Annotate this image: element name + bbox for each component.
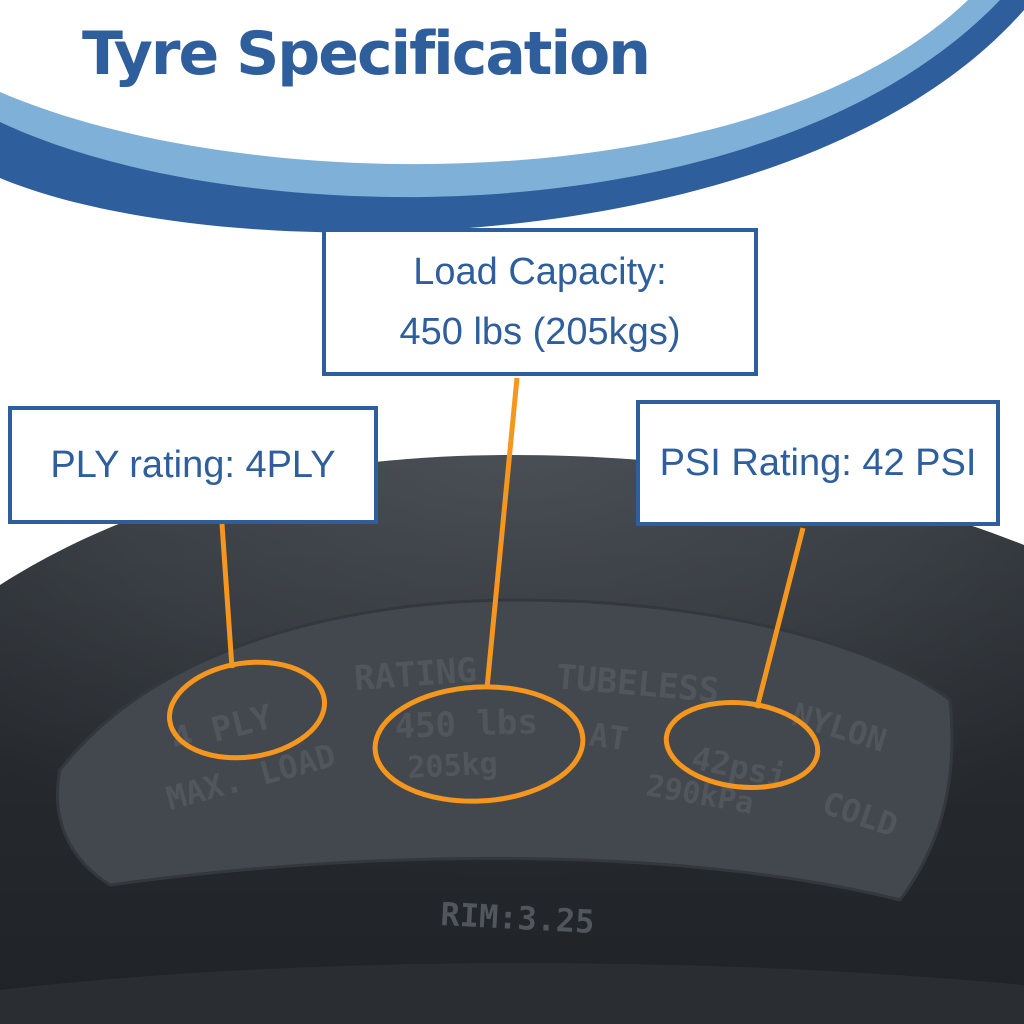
header-arc-light [0, 0, 1024, 208]
tyre-text-rim: RIM:3.25 [440, 895, 596, 941]
psi-rating-text: PSI Rating: 42 PSI [659, 441, 977, 484]
psi-rating-callout: PSI Rating: 42 PSI [636, 400, 1000, 526]
leader-line-psi [754, 527, 806, 709]
highlight-ring-psi [663, 699, 821, 791]
highlight-markers [166, 377, 821, 804]
tyre-text-at: AT [587, 715, 630, 758]
sidewall-panel [55, 598, 954, 902]
load-capacity-label: Load Capacity: [413, 251, 667, 293]
ply-rating-callout: PLY rating: 4PLY [8, 406, 378, 524]
load-capacity-callout: Load Capacity: 450 lbs (205kgs) [322, 228, 758, 376]
highlight-ring-load [372, 684, 586, 804]
ply-rating-text: PLY rating: 4PLY [50, 443, 336, 486]
load-capacity-value: 450 lbs (205kgs) [399, 311, 681, 353]
leader-line-ply [219, 523, 235, 669]
page-title: Tyre Specification [82, 19, 651, 89]
rim-edge [0, 963, 1024, 1024]
tyre-text-205kg: 205kg [407, 746, 499, 786]
highlight-ring-ply [166, 659, 328, 761]
tyre-text-rating: RATING [353, 651, 478, 699]
leader-line-load [484, 377, 520, 689]
tyre-text-450lbs: 450 lbs [394, 702, 539, 747]
